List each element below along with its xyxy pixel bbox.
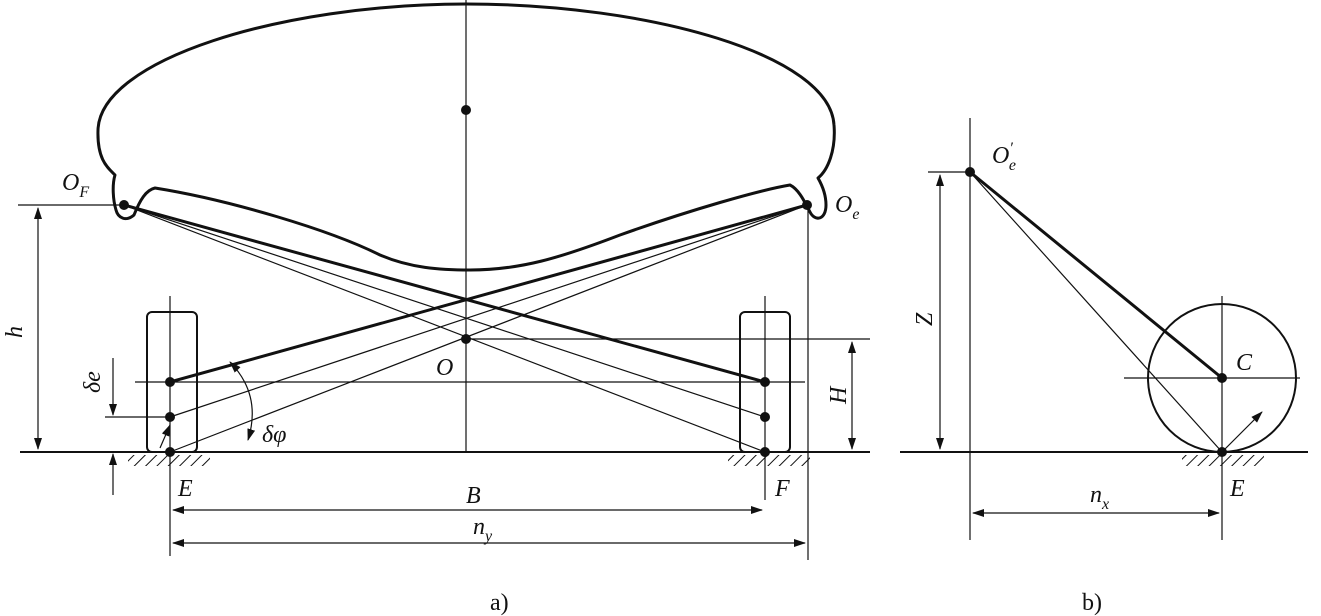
caption-b: b) <box>1082 590 1102 616</box>
label-b: B <box>466 483 481 509</box>
label-delta-e: δe <box>80 371 106 393</box>
link-oe-e <box>169 204 808 453</box>
ground-hatch-f <box>728 455 810 466</box>
figure-a: OF Oe O h H δe δφ E F B ny a) <box>2 0 870 616</box>
link-oe-prime-c <box>968 170 1224 380</box>
label-h: h <box>2 326 28 338</box>
rotation-arrow <box>1223 411 1263 451</box>
label-ny: ny <box>473 514 493 545</box>
delta-phi-arc <box>229 361 256 441</box>
link-of-right-upper <box>122 203 767 384</box>
link-oe-left-mid <box>169 204 808 418</box>
label-e: E <box>177 476 193 502</box>
ground-hatch-e <box>128 455 210 466</box>
vehicle-body <box>96 2 836 272</box>
label-e-b: E <box>1229 476 1245 502</box>
label-c: C <box>1236 350 1253 376</box>
link-of-f <box>123 204 766 453</box>
link-of-right-mid <box>123 204 766 418</box>
link-oe-left-upper <box>168 203 809 384</box>
label-o: O <box>436 355 453 381</box>
link-oe-prime-e <box>969 171 1223 453</box>
label-nx: nx <box>1090 482 1109 513</box>
label-oe-prime: O′e <box>992 140 1016 174</box>
label-delta-phi: δφ <box>262 422 286 448</box>
caption-a: a) <box>490 590 509 616</box>
center-of-mass-dot <box>461 105 471 115</box>
ground-hatch-b <box>1182 455 1264 466</box>
delta-phi-small-arrow <box>159 424 171 449</box>
label-z: Z <box>912 312 938 326</box>
label-H: H <box>826 385 852 405</box>
label-f: F <box>774 476 790 502</box>
label-of: OF <box>62 170 89 201</box>
figure-b: O′e C Z E nx b) <box>900 118 1308 616</box>
label-oe: Oe <box>835 192 859 223</box>
